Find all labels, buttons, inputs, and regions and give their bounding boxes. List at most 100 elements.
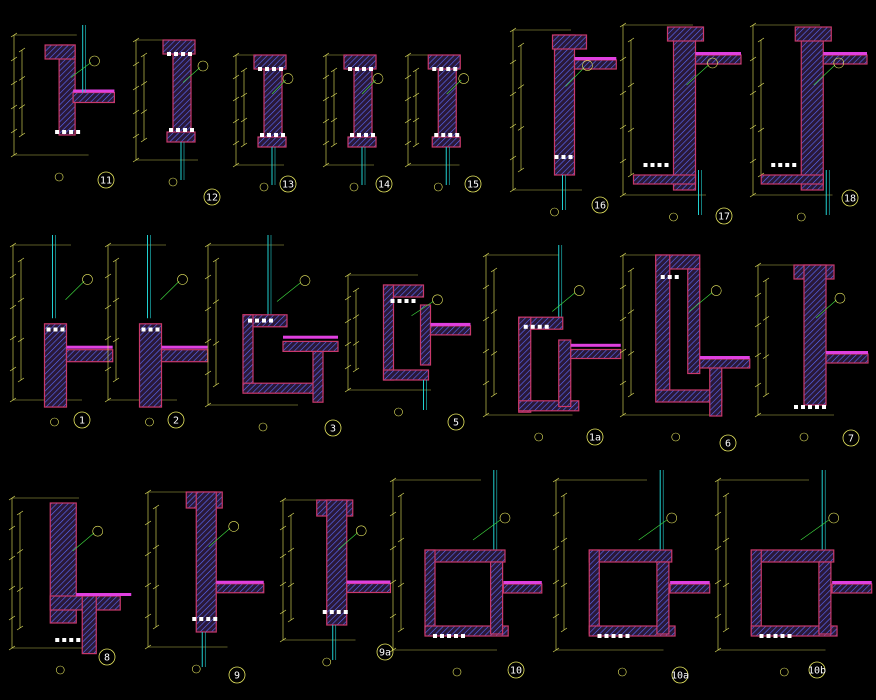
dimension-tick	[140, 81, 148, 86]
section-detail-1a: 1a	[482, 245, 622, 446]
dimension-tick	[232, 140, 240, 146]
dimension-tick	[344, 341, 352, 347]
detail-marker-circle	[586, 428, 604, 446]
column-base	[166, 131, 196, 143]
dimension-tick	[144, 582, 152, 588]
leader-line	[72, 532, 95, 552]
dimension-tick	[412, 142, 420, 148]
detail-number-label: 10a	[671, 671, 689, 682]
detail-marker-circle	[507, 661, 525, 679]
detail-number-label: 1	[79, 416, 85, 427]
grid-axis-bubble	[394, 407, 403, 417]
bracket-lip	[419, 304, 432, 366]
detail-marker-circle	[841, 189, 859, 207]
rebar-marker	[155, 327, 160, 332]
floor-finish	[823, 52, 867, 55]
dimension-tick	[762, 354, 770, 359]
dimension-tick	[619, 316, 627, 322]
concrete-column	[172, 44, 192, 141]
dimension-tick	[10, 80, 18, 86]
dimension-tick	[204, 306, 212, 312]
callout-bubble	[573, 285, 585, 296]
frame-left	[750, 549, 762, 635]
dimension-tick	[722, 492, 730, 498]
slab	[215, 583, 265, 594]
dimension-tick	[322, 118, 330, 124]
grid-axis-bubble	[55, 665, 65, 675]
callout-bubble	[834, 292, 846, 304]
column-base	[347, 136, 377, 148]
slab	[429, 325, 472, 336]
rebar-marker	[773, 634, 778, 638]
dimension-tick	[757, 37, 765, 43]
section-detail-8: 8	[8, 495, 132, 675]
leader-line	[446, 79, 462, 95]
rebar-marker	[274, 133, 278, 137]
dimension-tick	[287, 617, 295, 623]
detail-number-label: 5	[453, 418, 459, 429]
grid-axis-bubble	[799, 432, 809, 442]
grid-axis-bubble	[433, 182, 443, 192]
slab	[502, 583, 543, 594]
frame-left	[588, 549, 600, 635]
dimension-tick	[112, 257, 120, 263]
dimension-tick	[749, 124, 757, 130]
leader-line	[411, 300, 434, 317]
slab-bottom	[632, 174, 697, 185]
dimension-tick	[152, 624, 160, 630]
floor-finish	[699, 356, 750, 359]
dimension-tick	[152, 584, 160, 590]
dimension-tick	[344, 318, 352, 324]
section-detail-6: 6	[619, 252, 751, 452]
rebar-marker	[255, 318, 259, 323]
slab	[825, 353, 869, 364]
callout-bubble	[89, 55, 100, 67]
detail-marker-circle	[808, 661, 826, 679]
section-detail-14: 14	[322, 52, 393, 193]
dimension-tick	[152, 504, 160, 510]
rebar-marker	[787, 634, 792, 638]
rebar-marker	[46, 327, 51, 332]
dimension-tick	[389, 545, 397, 551]
dimension-tick	[104, 335, 112, 341]
rebar-marker	[448, 133, 453, 137]
rebar-marker	[279, 67, 283, 71]
callout-bubble	[833, 57, 845, 69]
dimension-tick	[412, 117, 420, 123]
concrete-column	[263, 59, 283, 146]
detail-marker-circle	[324, 419, 342, 437]
detail-marker-circle	[228, 666, 246, 684]
column-cap	[253, 54, 287, 70]
dimension-tick	[352, 367, 360, 373]
detail-marker-circle	[376, 643, 394, 661]
upright-cap	[794, 26, 832, 42]
rebar-marker	[455, 133, 460, 137]
rebar-marker	[611, 634, 616, 638]
callout-bubble	[177, 274, 188, 285]
dimension-tick	[757, 82, 765, 88]
floor-finish	[832, 581, 872, 584]
slab	[831, 583, 873, 594]
rebar-marker	[76, 130, 81, 134]
rebar-marker	[822, 405, 826, 409]
dimension-tick	[10, 128, 18, 134]
rebar-marker	[461, 634, 465, 638]
rebar-marker	[625, 634, 630, 638]
concrete-column	[437, 59, 457, 146]
rebar-marker	[213, 617, 218, 621]
dimension-tick	[509, 123, 517, 129]
dimension-tick	[152, 544, 160, 550]
dimension-tick	[762, 316, 770, 321]
column-base	[431, 136, 461, 148]
detail-marker-circle	[167, 411, 185, 429]
rebar-marker	[267, 133, 271, 137]
rebar-marker	[759, 634, 764, 638]
frame-left	[424, 549, 436, 635]
detail-marker-circle	[447, 413, 465, 431]
dimension-tick	[757, 127, 765, 133]
dimension-tick	[8, 615, 16, 621]
dimension-tick	[144, 551, 152, 557]
callout-bubble	[499, 512, 511, 524]
dimension-tick	[762, 277, 770, 283]
rebar-marker	[657, 163, 662, 167]
